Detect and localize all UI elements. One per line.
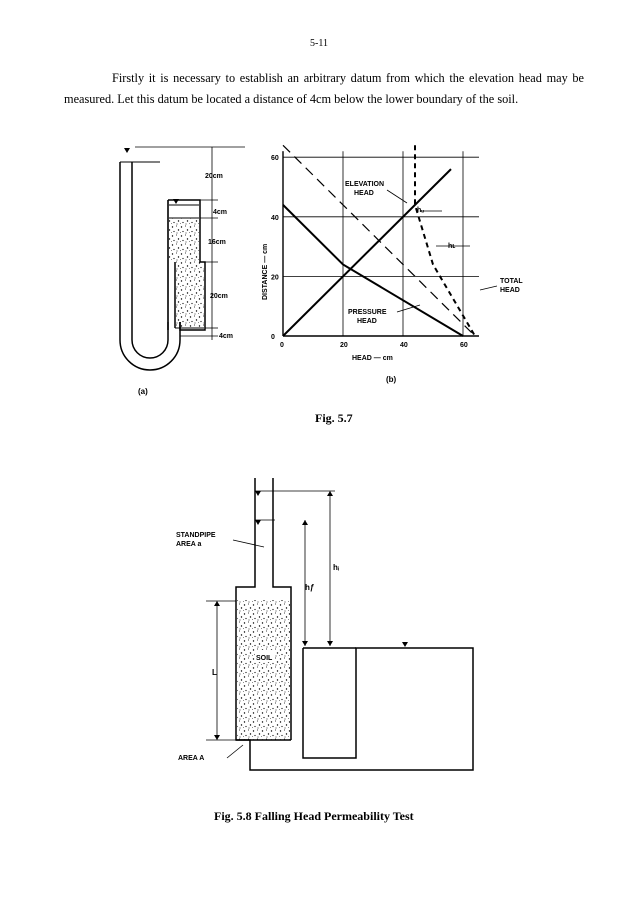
fig57a-apparatus [119, 162, 206, 371]
y-tick-60: 60 [271, 155, 279, 162]
water-level-marker-hi [255, 491, 261, 496]
x-tick-60: 60 [460, 342, 468, 349]
pressure-head-label-2: HEAD [357, 318, 377, 325]
fig57b-label: (b) [386, 375, 397, 384]
x-tick-20: 20 [340, 342, 348, 349]
elevation-head-label-1: ELEVATION [345, 181, 384, 188]
total-head-label-2: HEAD [500, 287, 520, 294]
water-level-marker-left [124, 148, 130, 153]
fig58-caption: Fig. 5.8 Falling Head Permeability Test [214, 809, 414, 823]
x-tick-40: 40 [400, 342, 408, 349]
page-number: 5-11 [310, 38, 328, 49]
series-pressure-head [282, 204, 464, 337]
soil-sample [237, 600, 290, 740]
water-level-marker-right [173, 199, 179, 204]
dim-20cm: 20cm [210, 293, 228, 300]
standpipe-label-2: AREA a [176, 541, 202, 548]
hf-label: hƒ [305, 583, 315, 592]
hi-label: hᵢ [333, 563, 339, 572]
series-total-head [414, 145, 476, 337]
area-label: AREA A [178, 755, 204, 762]
hu-label: hᵤ [417, 207, 424, 214]
fig57a-label: (a) [138, 387, 148, 396]
dim-16cm: 16cm [208, 239, 226, 246]
total-head-label-1: TOTAL [500, 278, 523, 285]
series-line-3 [282, 168, 452, 337]
x-tick-0: 0 [280, 342, 284, 349]
x-axis-label: HEAD — cm [352, 355, 393, 362]
y-axis-label: DISTANCE — cm [262, 244, 269, 300]
y-tick-20: 20 [271, 274, 279, 281]
fig57a-dimensions [135, 146, 245, 340]
soil-upper [169, 218, 199, 262]
fig57b-chart: 0 20 40 60 0 20 40 60 [271, 144, 479, 349]
u-tube-outer [119, 162, 181, 371]
body-paragraph: Firstly it is necessary to establish an … [64, 71, 584, 106]
pressure-head-label-1: PRESSURE [348, 309, 387, 316]
dim-4cm-bottom: 4cm [219, 333, 233, 340]
length-label: L [212, 668, 217, 677]
fig57b-annotations [386, 189, 498, 313]
water-level-marker-tank [402, 642, 408, 647]
y-tick-0: 0 [271, 334, 275, 341]
y-tick-40: 40 [271, 215, 279, 222]
dim-4cm-top: 4cm [213, 209, 227, 216]
elevation-head-label-2: HEAD [354, 190, 374, 197]
u-tube-inner [131, 162, 169, 359]
water-level-marker-hf [255, 520, 261, 525]
fig57-caption: Fig. 5.7 [315, 411, 353, 425]
hl-label: hʟ [448, 243, 455, 250]
dim-20cm-top: 20cm [205, 173, 223, 180]
fig58-dimensions [206, 490, 335, 759]
standpipe-label-1: STANDPIPE [176, 532, 216, 539]
fig57a-details [120, 161, 204, 329]
soil-lower [175, 262, 204, 328]
soil-label: SOIL [256, 655, 273, 662]
